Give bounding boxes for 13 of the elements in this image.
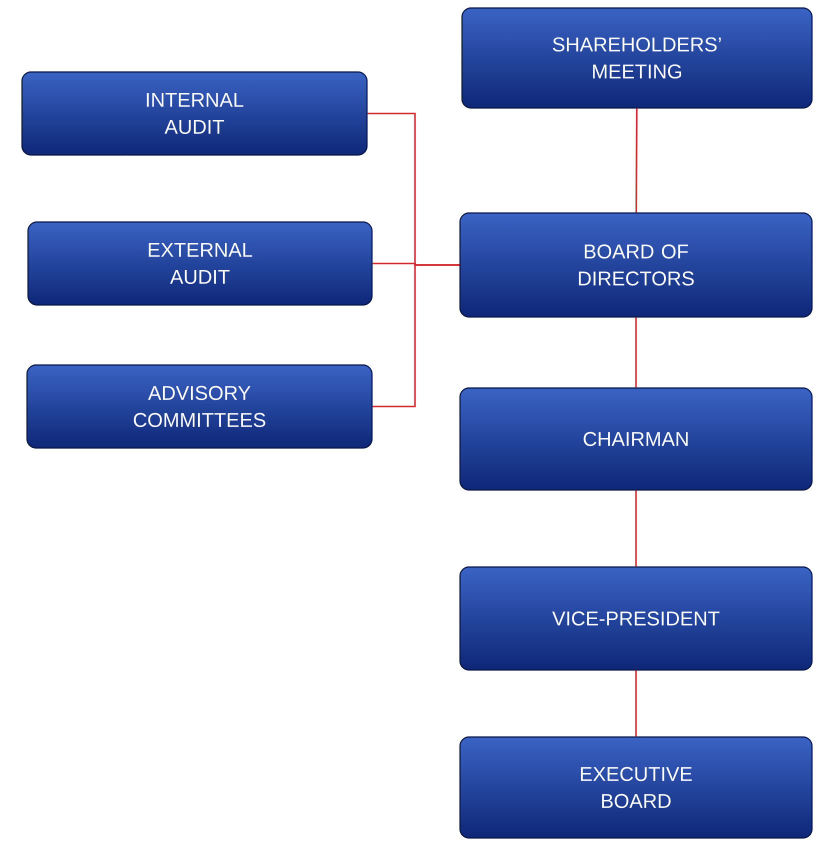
- process-box: VICE-PRESIDENT: [459, 566, 813, 671]
- process-box: SHAREHOLDERS’ MEETING: [461, 7, 813, 109]
- process-box: EXTERNAL AUDIT: [27, 221, 373, 306]
- connector-line: [372, 264, 460, 408]
- connector-line: [635, 670, 637, 736]
- process-box: BOARD OF DIRECTORS: [459, 212, 813, 318]
- connector-line: [635, 318, 637, 388]
- process-box: EXECUTIVE BOARD: [459, 736, 813, 839]
- process-box: CHAIRMAN: [459, 387, 813, 491]
- process-box: ADVISORY COMMITTEES: [26, 364, 373, 449]
- connector-line: [635, 108, 638, 212]
- connector-line: [635, 490, 637, 566]
- process-box: INTERNAL AUDIT: [21, 71, 368, 156]
